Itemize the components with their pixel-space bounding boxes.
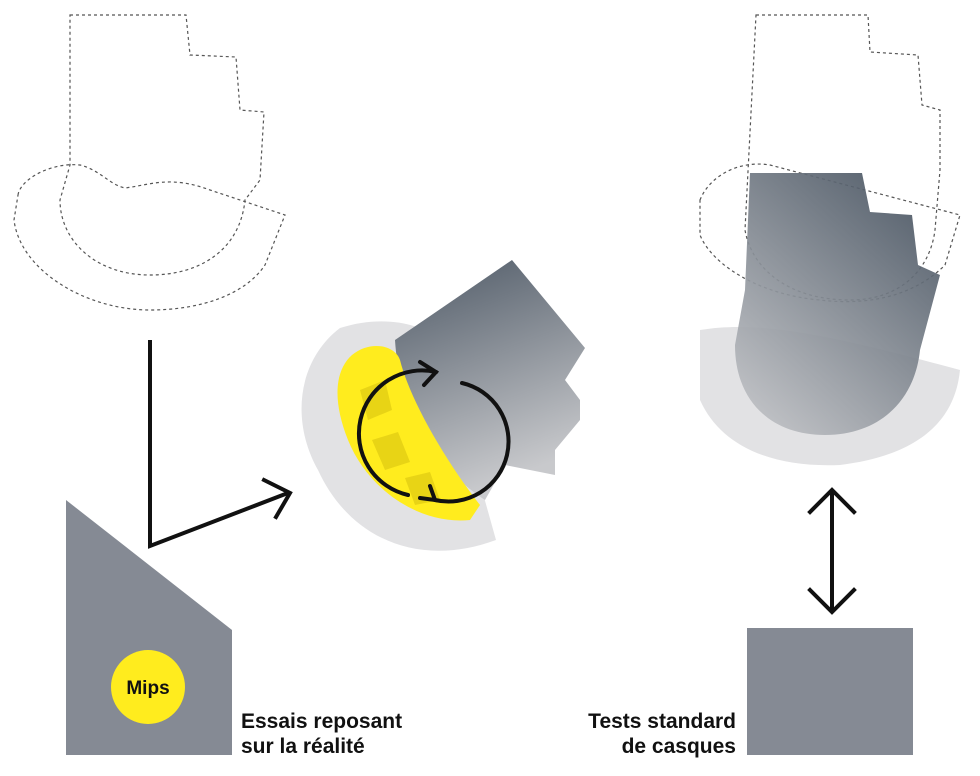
angle-arrow-icon (148, 340, 293, 549)
caption-realistic: Essais reposant sur la réalité (241, 709, 402, 759)
rotation-arrows-icon (356, 360, 511, 504)
head-center (395, 260, 585, 500)
mips-badge-label: Mips (126, 678, 169, 699)
mips-badge (111, 650, 185, 724)
caption-realistic-line1: Essais reposant (241, 710, 403, 733)
caption-standard-line2: de casques (621, 735, 736, 758)
caption-standard-line1: Tests standard (588, 710, 736, 733)
angled-anvil (66, 500, 232, 755)
helmet-realistic (301, 260, 585, 551)
head-outline-left (13, 14, 286, 311)
head-right (735, 173, 940, 435)
helmet-standard (700, 173, 960, 466)
flat-anvil (747, 628, 913, 755)
caption-realistic-line2: sur la réalité (241, 735, 365, 758)
vertical-double-arrow-icon (807, 487, 857, 615)
caption-standard: Tests standard de casques (588, 709, 736, 759)
